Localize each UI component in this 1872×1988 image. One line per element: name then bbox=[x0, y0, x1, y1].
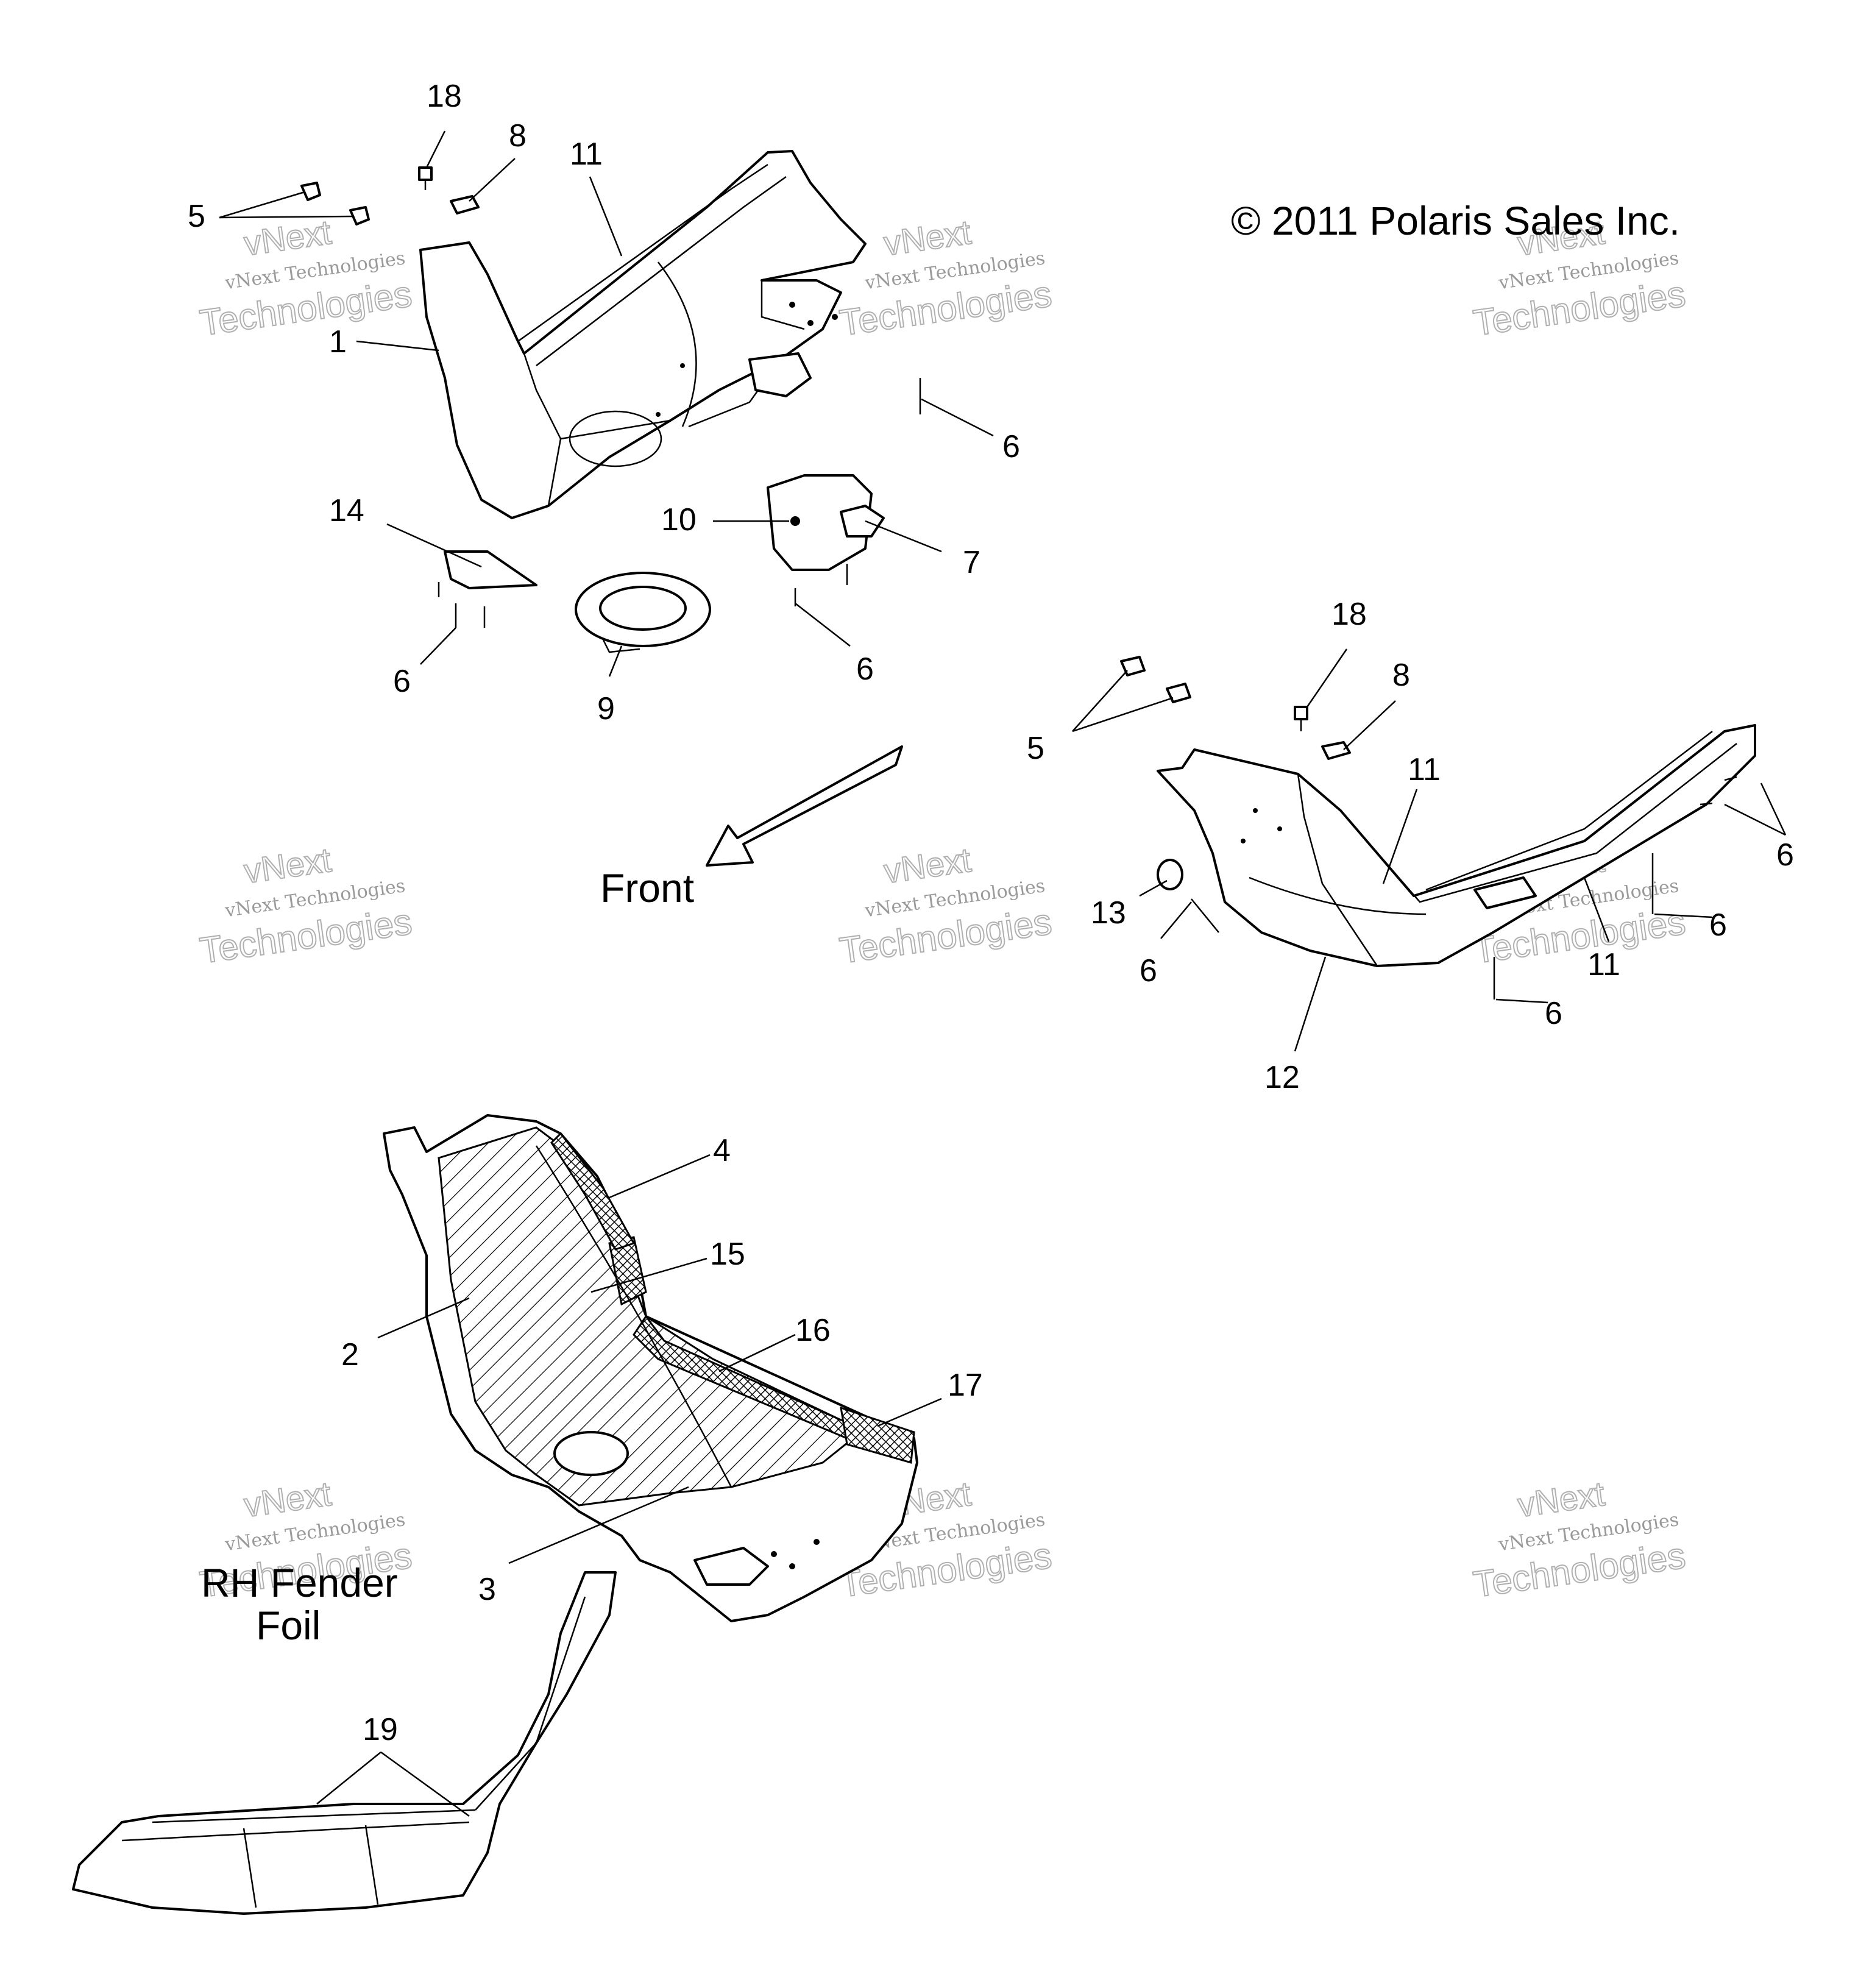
part-9-ring bbox=[575, 572, 711, 653]
front-arrow: Front bbox=[600, 745, 903, 911]
part-19-foil bbox=[72, 1571, 617, 1915]
part-1-fender bbox=[419, 150, 867, 519]
svg-text:18: 18 bbox=[1331, 597, 1367, 632]
svg-text:6: 6 bbox=[1002, 429, 1020, 464]
svg-text:11: 11 bbox=[1587, 947, 1620, 982]
part-10-fastener bbox=[790, 516, 800, 526]
leaders-right bbox=[1072, 648, 1787, 1052]
svg-text:5: 5 bbox=[188, 199, 205, 234]
svg-text:vNext: vNext bbox=[242, 213, 334, 263]
svg-text:Front: Front bbox=[600, 865, 694, 911]
svg-text:11: 11 bbox=[570, 137, 603, 172]
svg-text:11: 11 bbox=[1408, 752, 1441, 787]
svg-text:13: 13 bbox=[1091, 895, 1126, 931]
svg-text:vNext: vNext bbox=[242, 1474, 334, 1524]
callouts-right: 18 8 5 11 6 13 6 6 11 6 12 bbox=[1027, 597, 1794, 1095]
svg-text:9: 9 bbox=[597, 691, 615, 726]
svg-text:RH Fender: RH Fender bbox=[201, 1560, 398, 1605]
svg-text:8: 8 bbox=[1392, 658, 1410, 693]
part-13-plug bbox=[1157, 859, 1183, 890]
svg-text:2: 2 bbox=[341, 1337, 359, 1372]
svg-text:6: 6 bbox=[1776, 837, 1794, 873]
part-2-foil-assembly bbox=[383, 1114, 918, 1622]
svg-text:vNext: vNext bbox=[882, 213, 974, 263]
svg-text:vNext: vNext bbox=[882, 840, 974, 890]
part-12-fender bbox=[1157, 724, 1756, 967]
svg-text:7: 7 bbox=[963, 545, 980, 580]
svg-text:vNext: vNext bbox=[1516, 1474, 1608, 1524]
svg-text:10: 10 bbox=[661, 502, 697, 538]
copyright-text: © 2011 Polaris Sales Inc. bbox=[1231, 198, 1680, 243]
svg-text:17: 17 bbox=[948, 1368, 983, 1403]
callouts-bottom: 4 15 2 16 17 3 19 bbox=[341, 1133, 983, 1747]
svg-text:6: 6 bbox=[393, 664, 411, 699]
svg-text:Foil: Foil bbox=[256, 1603, 321, 1648]
leaders-top-left bbox=[219, 130, 994, 677]
svg-text:14: 14 bbox=[329, 493, 364, 528]
rh-fender-foil-label: RH Fender Foil bbox=[201, 1560, 398, 1648]
svg-text:6: 6 bbox=[856, 651, 874, 687]
svg-text:15: 15 bbox=[710, 1237, 745, 1272]
svg-text:18: 18 bbox=[427, 79, 462, 114]
svg-text:8: 8 bbox=[509, 118, 526, 154]
svg-text:1: 1 bbox=[329, 324, 347, 360]
leaders-bottom bbox=[316, 1154, 942, 1817]
svg-text:4: 4 bbox=[713, 1133, 731, 1168]
fasteners-top-left bbox=[300, 166, 921, 628]
svg-text:5: 5 bbox=[1027, 731, 1044, 766]
svg-text:6: 6 bbox=[1709, 907, 1727, 943]
svg-text:6: 6 bbox=[1545, 996, 1562, 1031]
svg-text:vNext: vNext bbox=[242, 840, 334, 890]
svg-text:3: 3 bbox=[478, 1572, 496, 1607]
svg-text:19: 19 bbox=[363, 1712, 398, 1747]
svg-text:16: 16 bbox=[795, 1313, 831, 1348]
callouts-top-left: 18 8 11 5 1 6 14 10 7 6 9 6 bbox=[188, 79, 1020, 726]
svg-text:12: 12 bbox=[1264, 1060, 1300, 1095]
svg-text:6: 6 bbox=[1140, 953, 1157, 989]
part-7-cover bbox=[767, 474, 885, 571]
